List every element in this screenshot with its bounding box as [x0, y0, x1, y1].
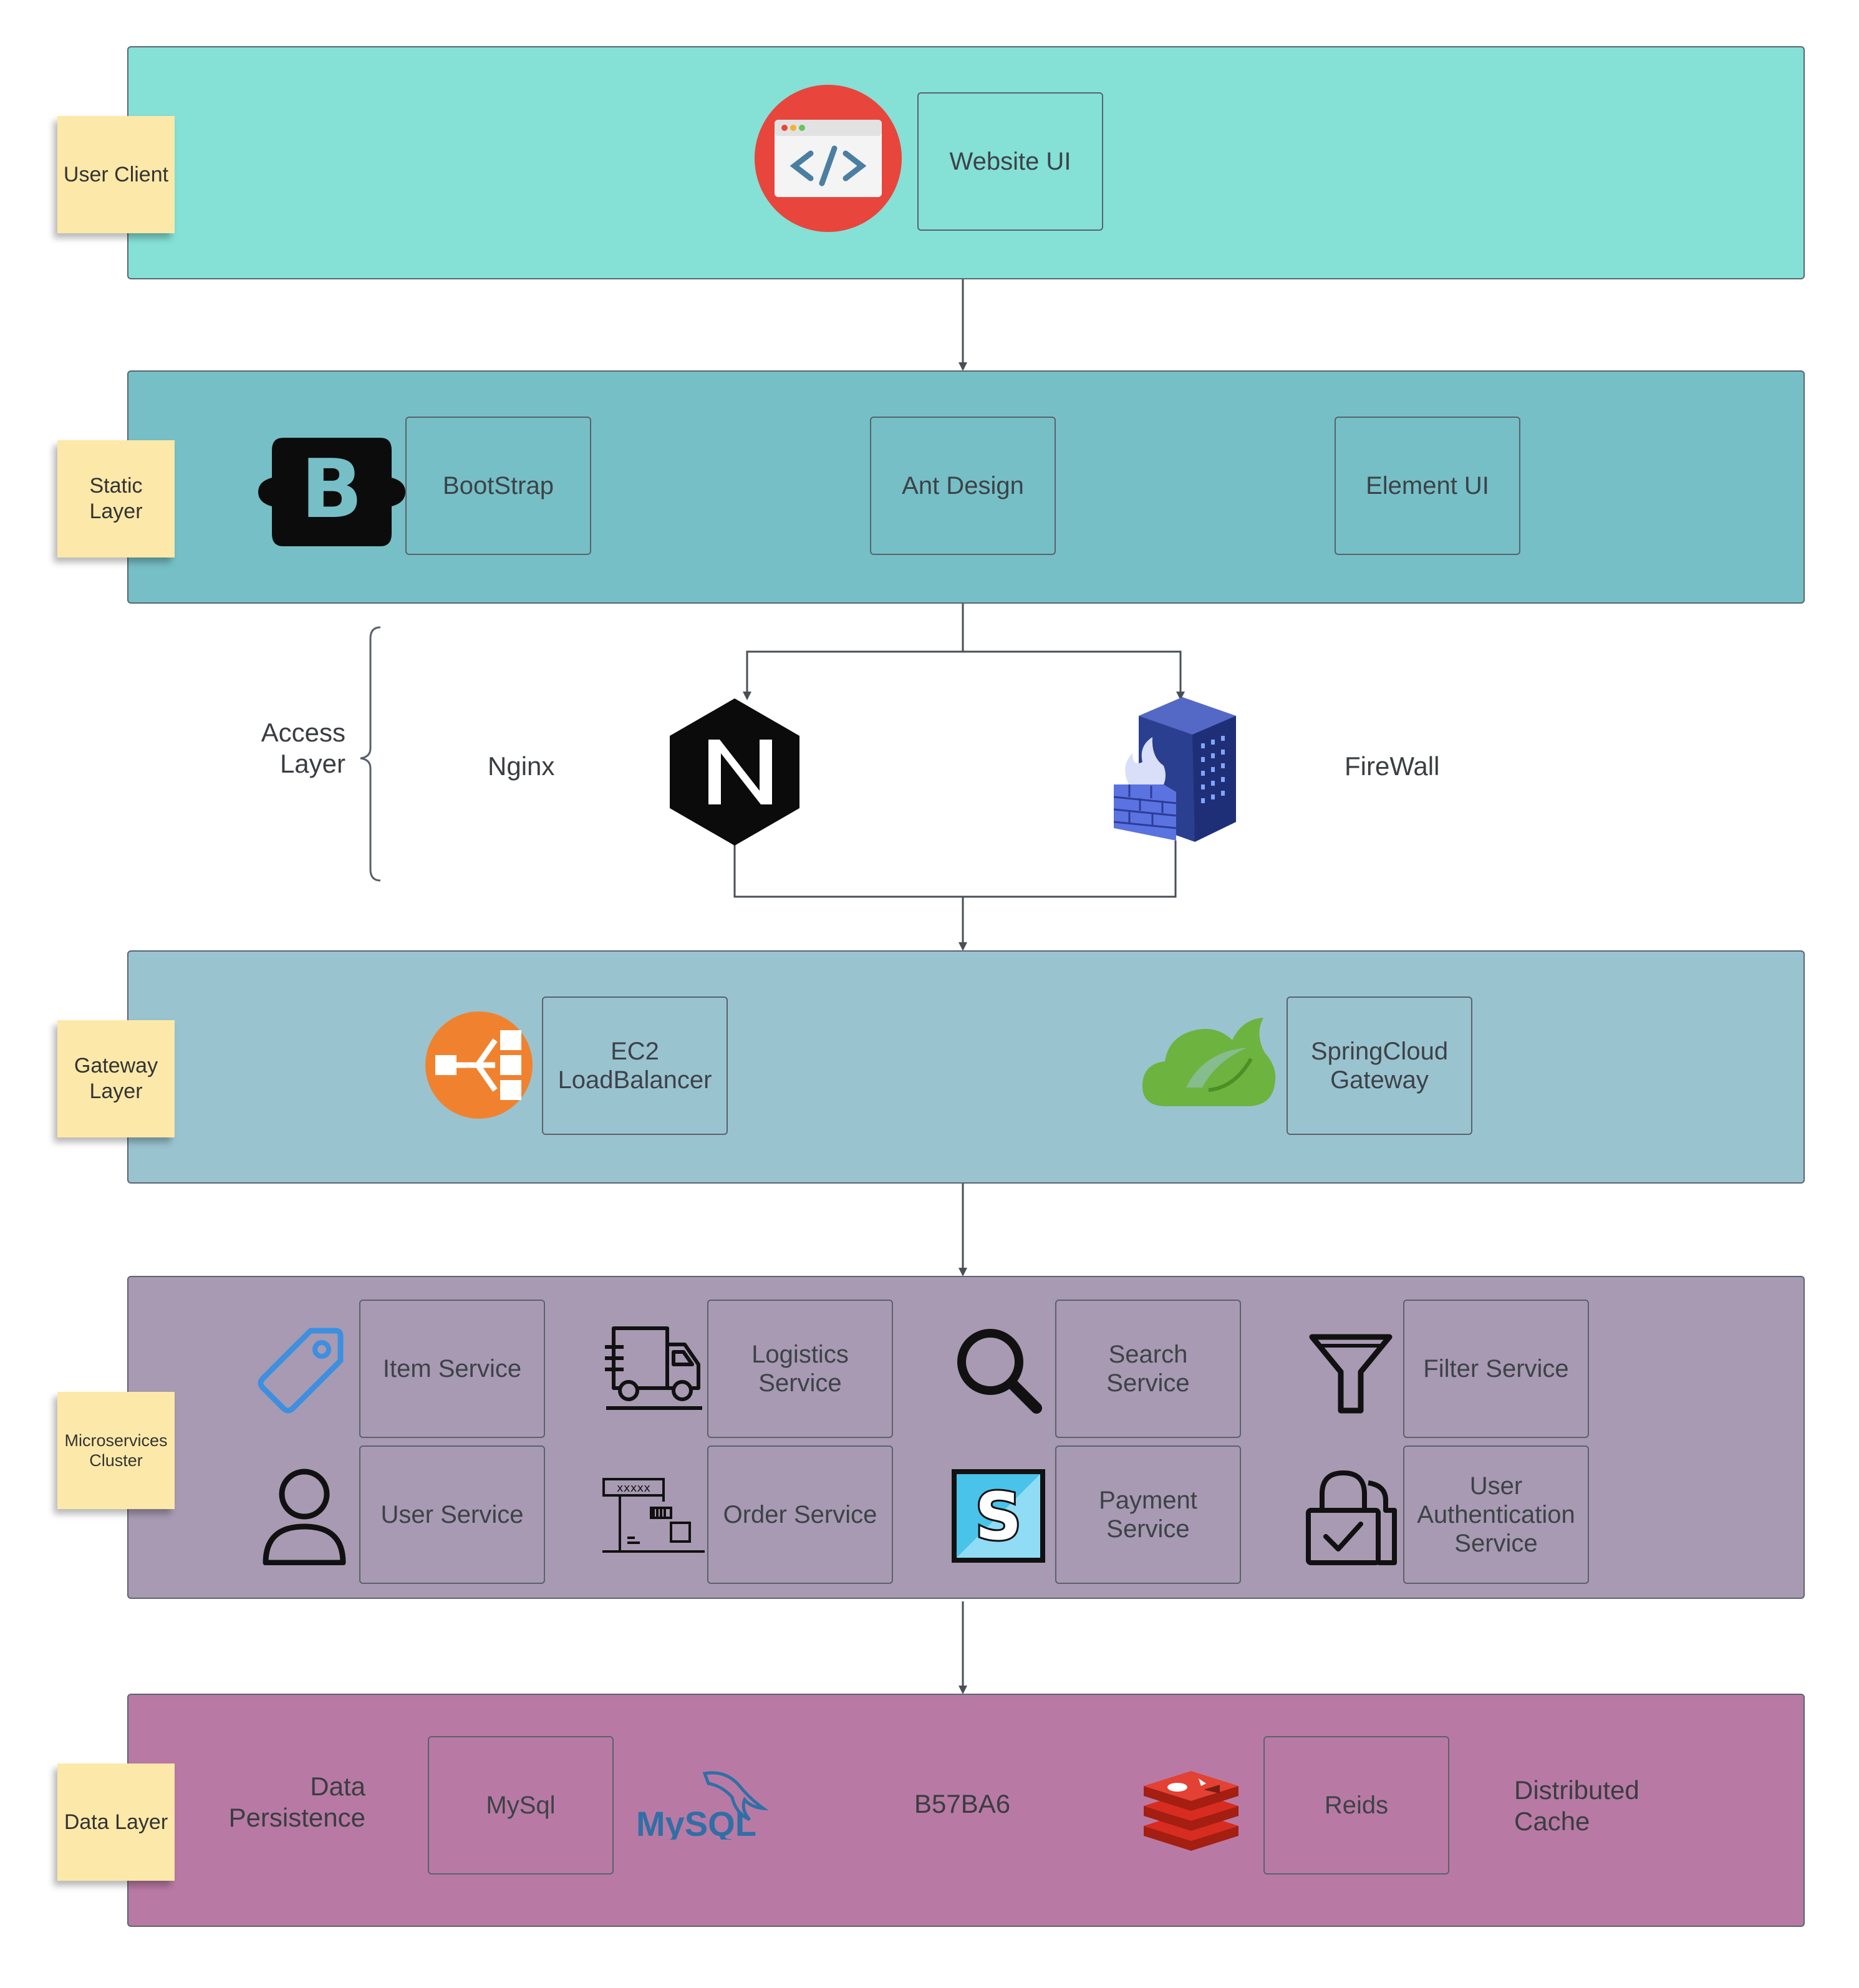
static-layer-note: Static Layer — [57, 440, 175, 557]
search-service-box[interactable]: Search Service — [1055, 1300, 1241, 1438]
arrow-static-to-nginx — [743, 602, 964, 700]
nginx-label: Nginx — [488, 751, 555, 781]
lock-check-icon — [1305, 1469, 1398, 1570]
access-layer-label: Access Layer — [261, 718, 345, 779]
user-client-layer — [127, 46, 1805, 279]
load-balancer-icon — [425, 1011, 533, 1122]
firewall-label: FireWall — [1345, 751, 1440, 781]
mysql-logo-icon: MySQL — [635, 1770, 770, 1843]
data-layer-note: Data Layer — [57, 1764, 175, 1881]
user-client-note: User Client — [57, 116, 175, 233]
truck-icon — [605, 1326, 702, 1414]
springcloud-gateway-box[interactable]: SpringCloud Gateway — [1287, 996, 1472, 1135]
bootstrap-logo-icon: B — [258, 433, 405, 554]
spring-cloud-icon — [1141, 1015, 1278, 1113]
distributed-cache-label: Distributed Cache — [1514, 1775, 1639, 1836]
nginx-logo-icon — [669, 697, 801, 850]
arrow-static-to-firewall — [963, 650, 1185, 700]
element-ui-box[interactable]: Element UI — [1335, 417, 1520, 555]
mysql-box[interactable]: MySql — [428, 1736, 614, 1875]
access-layer-brace — [360, 626, 381, 882]
warehouse-icon: xxxxx — [602, 1478, 705, 1557]
order-service-box[interactable]: Order Service — [707, 1445, 893, 1584]
gateway-layer — [127, 950, 1805, 1184]
svg-text:B: B — [301, 442, 362, 536]
gateway-layer-note: Gateway Layer — [57, 1020, 175, 1137]
microservices-note: Microservices Cluster — [57, 1392, 175, 1509]
user-icon — [262, 1468, 347, 1568]
arrow-access-to-gateway — [733, 841, 1177, 947]
redis-logo-icon — [1141, 1765, 1241, 1854]
firewall-server-icon — [1113, 697, 1236, 845]
search-icon — [953, 1325, 1044, 1419]
data-persistence-label: Data Persistence — [228, 1772, 365, 1833]
filter-icon — [1308, 1333, 1393, 1417]
svg-text:S: S — [975, 1479, 1022, 1555]
tag-icon — [257, 1327, 344, 1417]
data-layer — [127, 1694, 1805, 1927]
bootstrap-box[interactable]: BootStrap — [405, 417, 591, 555]
payment-s-icon: S — [952, 1469, 1045, 1566]
website-ui-box[interactable]: Website UI — [917, 92, 1103, 231]
svg-text:xxxxx: xxxxx — [617, 1482, 650, 1495]
user-authentication-service-box[interactable]: User Authentication Service — [1403, 1445, 1589, 1584]
user-service-box[interactable]: User Service — [359, 1445, 545, 1584]
static-layer — [127, 370, 1805, 604]
logistics-service-box[interactable]: Logistics Service — [707, 1300, 893, 1438]
ant-design-box[interactable]: Ant Design — [870, 417, 1056, 555]
browser-code-icon — [753, 84, 903, 236]
reids-box[interactable]: Reids — [1263, 1736, 1449, 1875]
ec2-loadbalancer-box[interactable]: EC2 LoadBalancer — [542, 996, 728, 1135]
item-service-box[interactable]: Item Service — [359, 1300, 545, 1438]
payment-service-box[interactable]: Payment Service — [1055, 1445, 1241, 1584]
center-text: B57BA6 — [914, 1789, 1011, 1818]
filter-service-box[interactable]: Filter Service — [1403, 1300, 1589, 1438]
